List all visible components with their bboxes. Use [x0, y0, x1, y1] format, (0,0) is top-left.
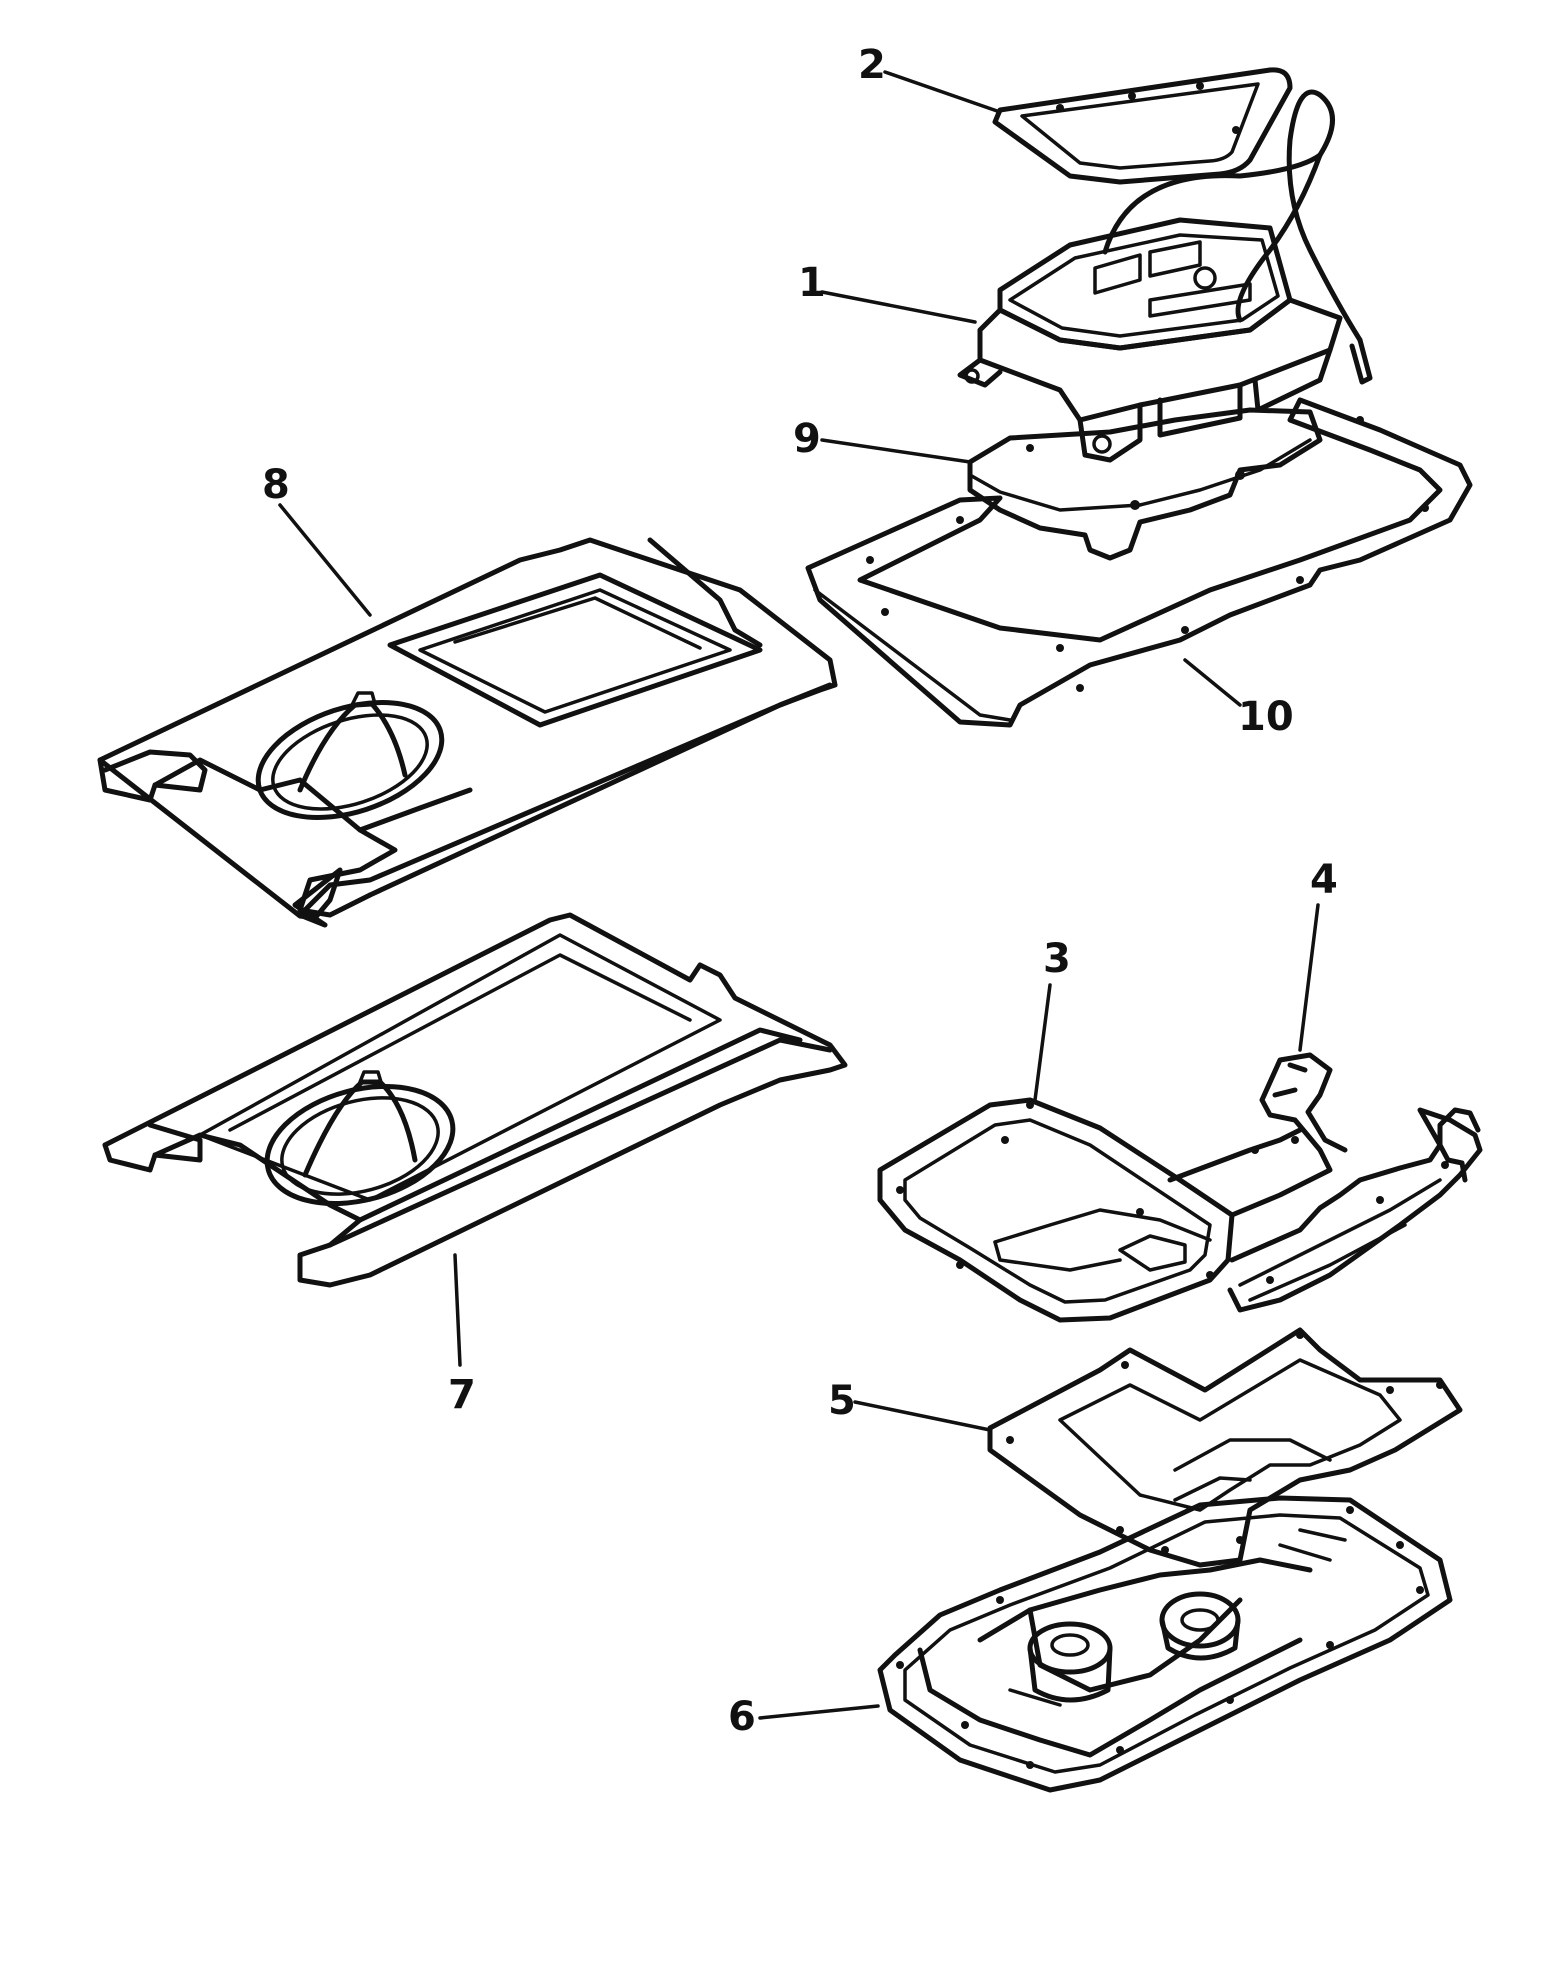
part-8-upper-console	[97, 537, 838, 928]
leader-6	[758, 1704, 880, 1720]
part-7-lower-console	[102, 912, 848, 1288]
callout-6: 6	[728, 1694, 756, 1740]
callout-3: 3	[1043, 936, 1071, 982]
leader-2	[883, 70, 1002, 114]
callout-8: 8	[262, 462, 290, 508]
leader-10	[1183, 658, 1242, 707]
callout-2: 2	[858, 42, 886, 88]
part-2-bezel-plate	[992, 67, 1293, 185]
part-4-bracket	[1167, 1052, 1483, 1313]
leader-9	[820, 438, 972, 464]
leader-3	[1033, 983, 1052, 1102]
leader-4	[1298, 903, 1320, 1052]
leader-7	[453, 1253, 462, 1367]
callout-7: 7	[448, 1372, 476, 1418]
leader-1	[820, 290, 977, 324]
part-9-gasket-pad	[967, 407, 1323, 561]
part-5-gasket-frame	[987, 1327, 1463, 1568]
callout-numbers: 2 1 9 10 8 7 3 4 5 6	[262, 42, 1338, 1740]
part-1-shifter-assembly	[957, 89, 1373, 463]
leader-lines	[278, 70, 1320, 1720]
callout-4: 4	[1310, 857, 1338, 903]
callout-9: 9	[793, 416, 821, 462]
callout-10: 10	[1238, 694, 1294, 740]
part-3-mounting-plate	[877, 1097, 1235, 1323]
callout-5: 5	[828, 1378, 856, 1424]
callout-1: 1	[798, 260, 826, 306]
part-6-base-pan	[877, 1495, 1453, 1793]
leader-8	[278, 503, 372, 617]
leader-5	[853, 1400, 992, 1432]
part-10-frame-gasket	[805, 397, 1473, 728]
